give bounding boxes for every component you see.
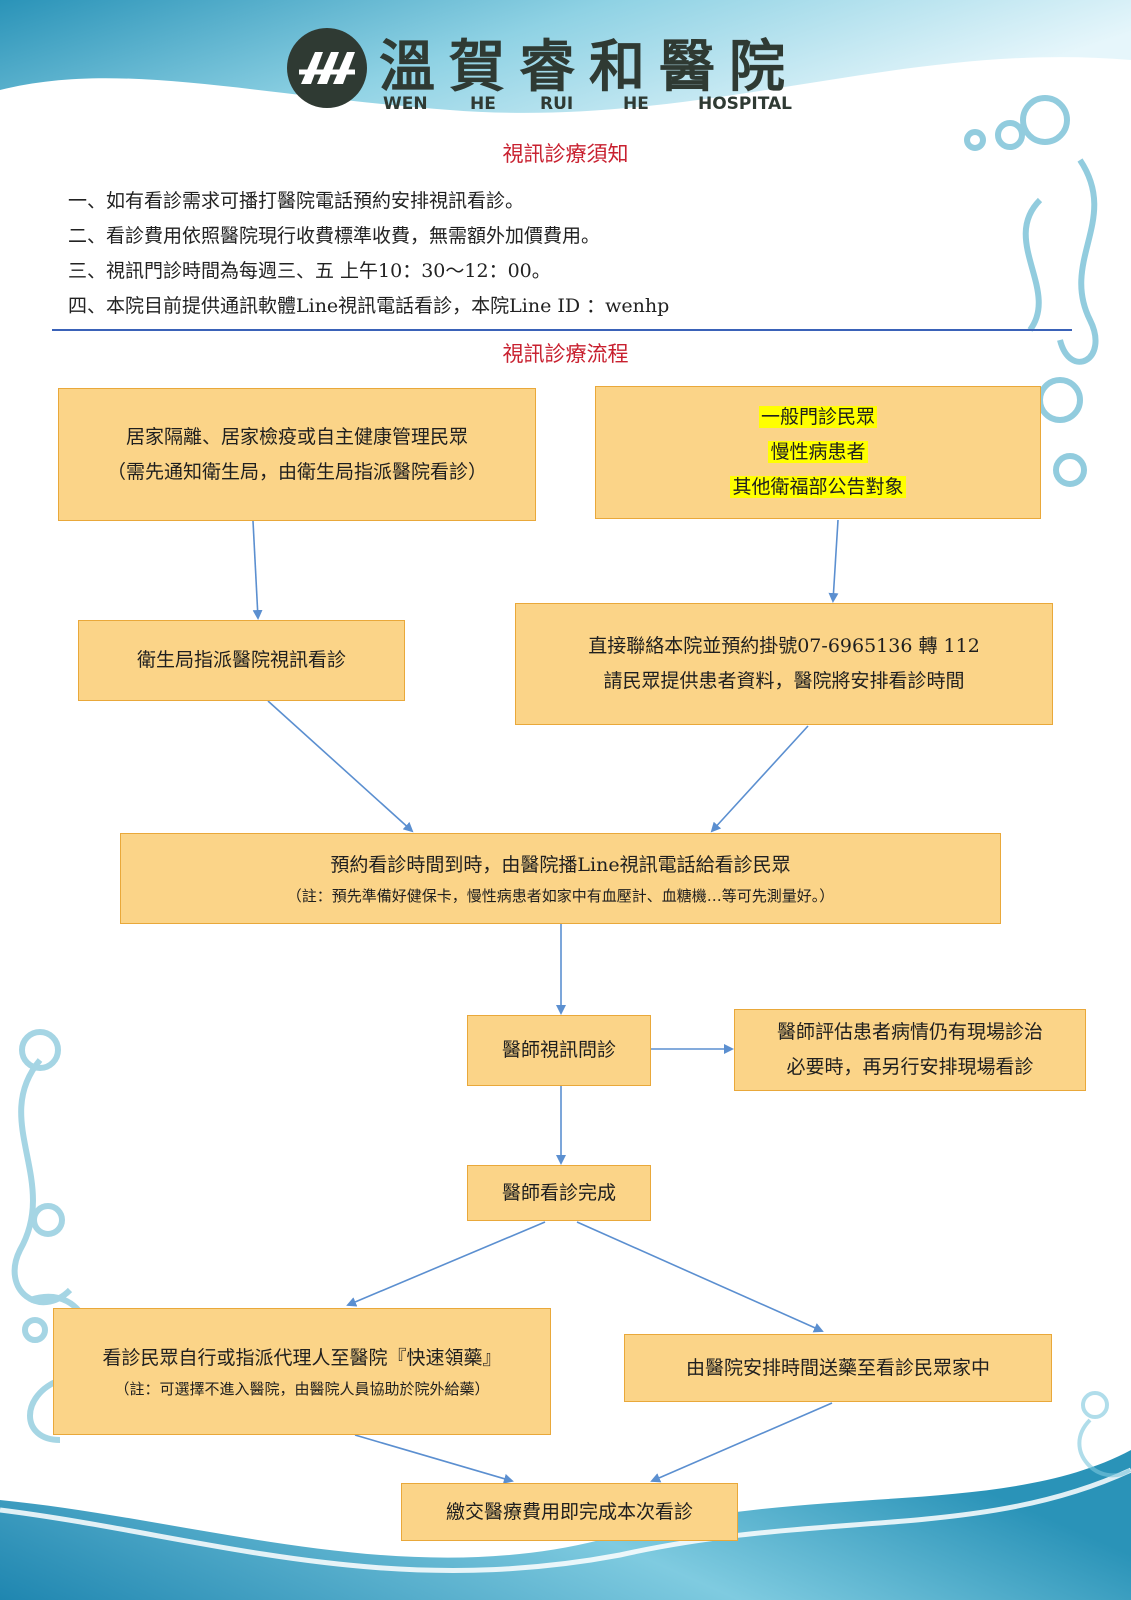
box-quarantine-public: 居家隔離、居家檢疫或自主健康管理民眾 （需先通知衛生局，由衛生局指派醫院看診） [58,388,536,521]
notice-item: 四、本院目前提供通訊軟體Line視訊電話看診，本院Line ID ：wenhp [68,295,670,317]
hospital-logo: 溫賀睿和醫院 WEN HE RUI HE HOSPITAL [285,22,845,122]
notice-item: 二、看診費用依照醫院現行收費標準收費，無需額外加價費用。 [68,225,601,247]
notice-item: 三、視訊門診時間為每週三、五 上午10：30～12：00。 [68,260,551,282]
box-general-public: 一般門診民眾 慢性病患者 其他衛福部公告對象 [595,386,1041,519]
box-text-highlighted: 一般門診民眾 [758,406,877,428]
box-text: 醫師評估患者病情仍有現場診治 [776,1021,1043,1043]
box-text: 由醫院安排時間送藥至看診民眾家中 [685,1356,990,1379]
box-text-highlighted: 其他衛福部公告對象 [730,476,906,498]
section-divider [52,329,1072,331]
box-note: （註：可選擇不進入醫院，由醫院人員協助於院外給藥） [114,1380,490,1398]
box-text: （需先通知衛生局，由衛生局指派醫院看診） [106,460,487,483]
flow-title: 視訊診療流程 [502,342,629,366]
box-text: 預約看診時間到時，由醫院播Line視訊電話給看診民眾 [330,854,791,876]
logo-english-word: HE [623,94,649,114]
box-text: 看診民眾自行或指派代理人至醫院『快速領藥』 [102,1347,502,1369]
box-text-highlighted: 慢性病患者 [768,441,868,463]
logo-english-word: WEN [383,94,428,114]
box-note: （註：預先準備好健保卡，慢性病患者如家中有血壓計、血糖機…等可先測量好。） [286,887,835,905]
box-text: 直接聯絡本院並預約掛號07-6965136 轉 112 [588,635,980,657]
box-appointment-call: 預約看診時間到時，由醫院播Line視訊電話給看診民眾 （註：預先準備好健保卡，慢… [120,833,1001,924]
box-text: 請民眾提供患者資料，醫院將安排看診時間 [603,670,965,692]
box-text: 必要時，再另行安排現場看診 [786,1056,1034,1078]
notice-title: 視訊診療須知 [502,142,629,166]
logo-chinese-name: 溫賀睿和醫院 [379,34,799,100]
hospital-emblem-icon [287,28,367,108]
logo-english-word: HE [470,94,496,114]
box-video-consultation: 醫師視訊問診 [467,1015,651,1086]
box-contact-hospital: 直接聯絡本院並預約掛號07-6965136 轉 112 請民眾提供患者資料，醫院… [515,603,1053,725]
box-quick-pickup: 看診民眾自行或指派代理人至醫院『快速領藥』 （註：可選擇不進入醫院，由醫院人員協… [53,1308,551,1435]
box-text: 衛生局指派醫院視訊看診 [136,649,346,671]
box-payment: 繳交醫療費用即完成本次看診 [401,1483,738,1541]
box-text: 繳交醫療費用即完成本次看診 [445,1500,693,1523]
notice-list: 一、如有看診需求可播打醫院電話預約安排視訊看診。 二、看診費用依照醫院現行收費標… [68,184,669,324]
box-onsite-assessment: 醫師評估患者病情仍有現場診治 必要時，再另行安排現場看診 [734,1009,1086,1091]
box-consultation-complete: 醫師看診完成 [467,1165,651,1221]
notice-item: 一、如有看診需求可播打醫院電話預約安排視訊看診。 [68,190,525,212]
box-text: 醫師視訊問診 [501,1039,616,1061]
box-text: 醫師看診完成 [501,1181,616,1204]
logo-english-word: RUI [540,94,574,114]
box-home-delivery: 由醫院安排時間送藥至看診民眾家中 [624,1334,1052,1402]
logo-english-word: HOSPITAL [698,94,792,114]
box-health-bureau-assigned: 衛生局指派醫院視訊看診 [78,620,405,701]
box-text: 居家隔離、居家檢疫或自主健康管理民眾 [125,425,468,448]
